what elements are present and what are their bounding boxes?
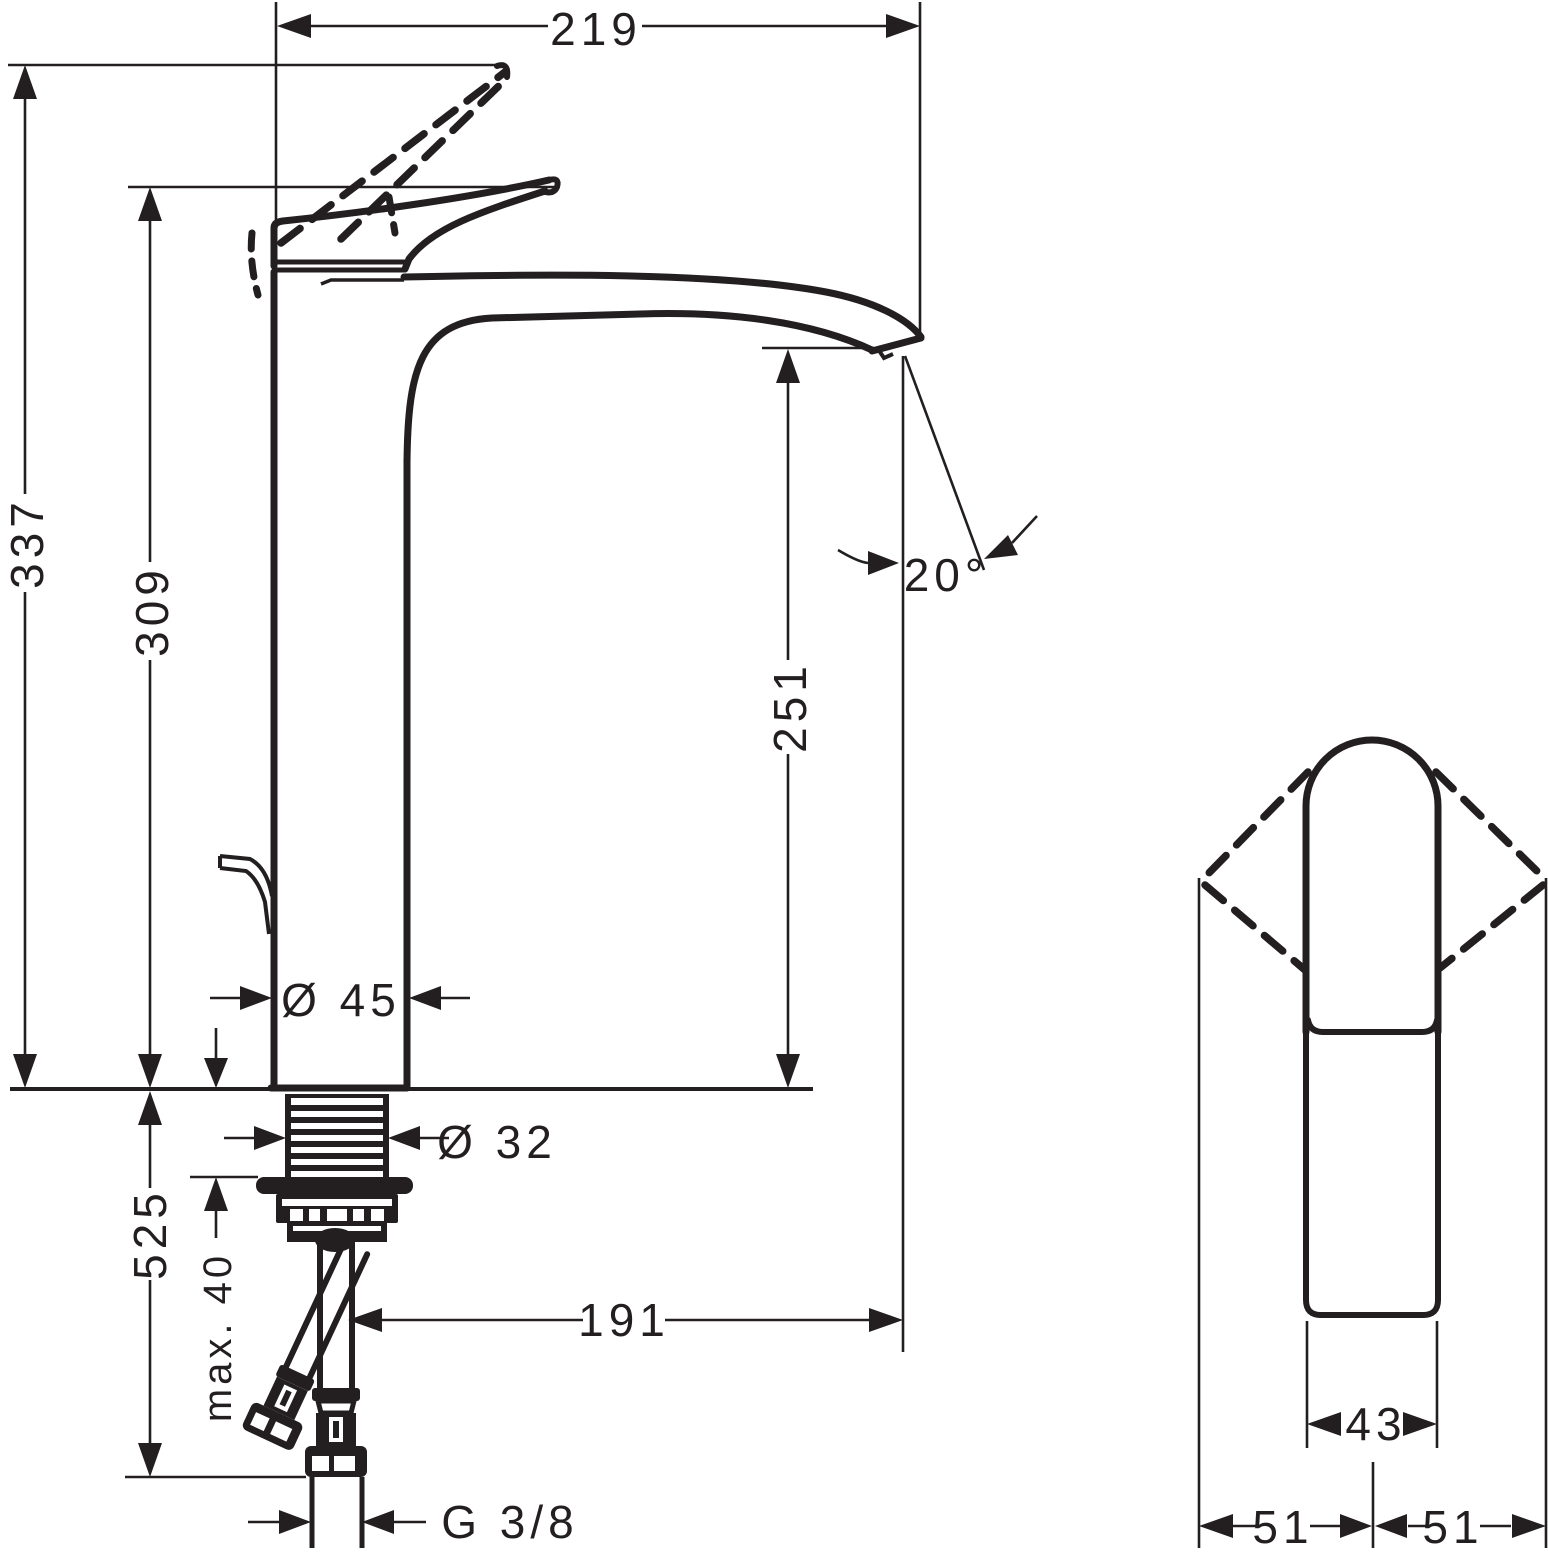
dim-label-spout-outlet-height: 251 (764, 661, 816, 753)
dim-label-max-deck-thickness: max. 40 (196, 1252, 240, 1422)
extension-lines (8, 2, 922, 1479)
dim-label-body-width: 43 (1345, 1398, 1406, 1450)
dim-label-clearance-right: 51 (1422, 1501, 1483, 1552)
dim-label-clearance-left: 51 (1252, 1501, 1313, 1552)
dimension-lines (23, 24, 1038, 1524)
faucet-side-view (1197, 736, 1548, 1548)
dim-label-handle-top-height: 309 (126, 565, 178, 657)
handle-swing-right-dashed (1432, 768, 1547, 972)
dim-label-spout-reach: 191 (578, 1294, 670, 1346)
supply-hose-vertical (305, 1239, 367, 1548)
dim-label-spray-angle: 20° (904, 549, 989, 601)
mounting-hardware (256, 1094, 413, 1252)
popup-rod (218, 854, 274, 935)
dimension-labels: 219 337 309 251 20° Ø 45 Ø 32 525 max. 4… (1, 3, 1483, 1552)
faucet-front-outline (218, 176, 925, 1092)
dim-label-below-deck-length: 525 (124, 1188, 176, 1280)
dim-label-supply-thread: G 3/8 (441, 1496, 579, 1548)
supply-hose-angled (242, 1240, 371, 1450)
handle-swing-left-dashed (1201, 768, 1312, 974)
dimension-arrows (13, 14, 1018, 1534)
handle-raised-dashed (247, 62, 512, 299)
dim-label-shank-diameter: Ø 32 (437, 1116, 557, 1168)
dim-label-total-projection: 219 (550, 3, 642, 55)
dim-label-total-height: 337 (1, 497, 53, 589)
dim-label-base-diameter: Ø 45 (281, 974, 401, 1026)
